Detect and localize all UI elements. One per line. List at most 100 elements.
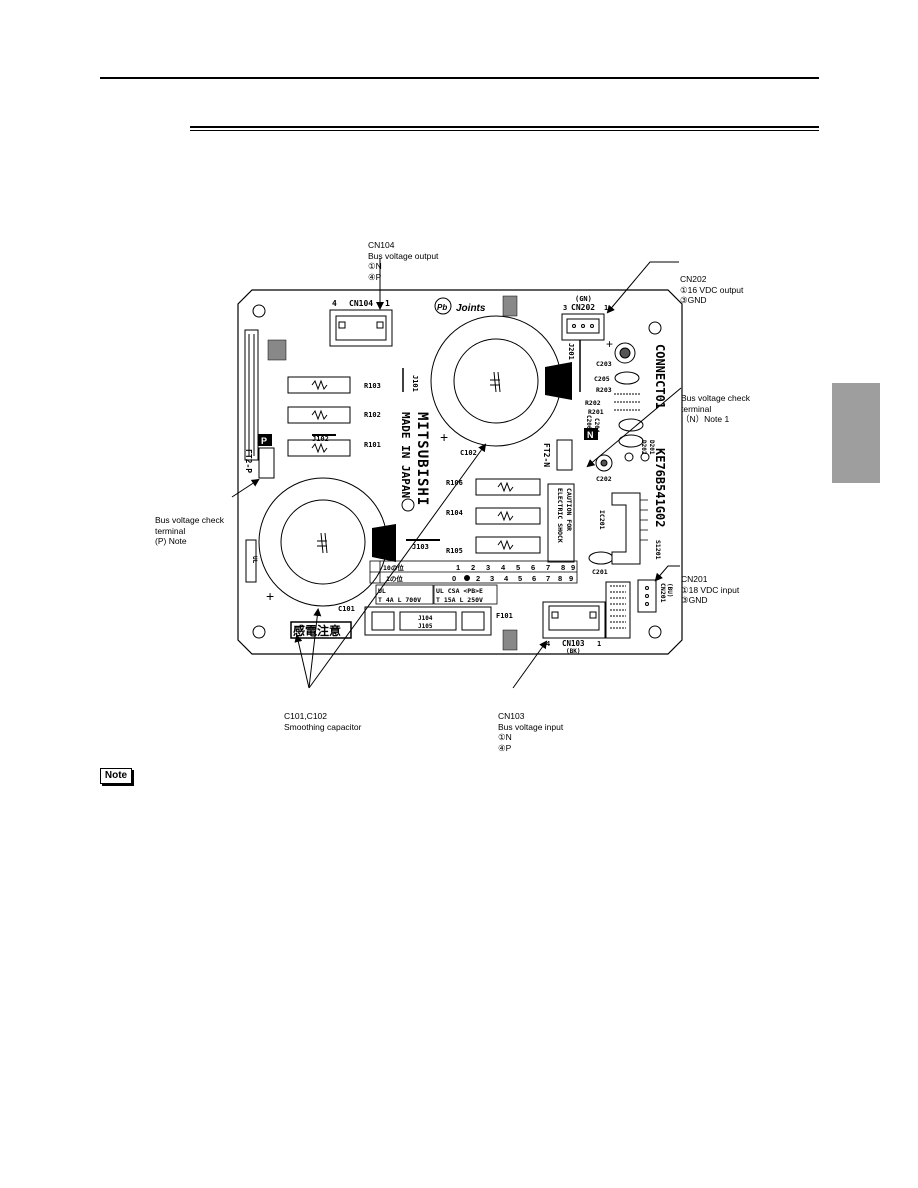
cn104-pin-left: 4 xyxy=(332,299,337,308)
c101-symbol xyxy=(317,532,328,554)
svg-text:6: 6 xyxy=(531,563,535,572)
resistors-left xyxy=(287,376,351,457)
ft2p-label: FT2-P xyxy=(244,449,253,473)
cn103-pin-right: 1 xyxy=(597,640,601,648)
leader-lines xyxy=(231,258,682,689)
c101-plus: + xyxy=(266,588,274,604)
j102-label: J102 xyxy=(312,435,329,443)
table-row2-head: 1の位 xyxy=(386,574,403,583)
fuse-f101 xyxy=(364,606,492,636)
caution-line1: CAUTION FOR xyxy=(565,488,573,531)
r102-label: R102 xyxy=(364,411,381,419)
svg-text:7: 7 xyxy=(546,574,550,583)
cn202-label: CN202 xyxy=(571,303,595,312)
s1201-label: S1201 xyxy=(654,540,662,560)
p-mark: P xyxy=(261,436,267,446)
r103-label: R103 xyxy=(364,382,381,390)
c201-label: C201 xyxy=(592,568,608,576)
chapter-tab xyxy=(832,383,880,483)
warning-jp: 感電注意 xyxy=(293,623,341,638)
n-mark: N xyxy=(587,430,594,440)
ul-side-label: UL xyxy=(251,556,258,564)
cn104-pin-right: 1 xyxy=(385,299,390,308)
p-mark-box xyxy=(258,434,272,446)
ul-side-box xyxy=(245,539,257,583)
cn201-label: CN201 xyxy=(659,583,667,603)
r106-label: R106 xyxy=(446,479,463,487)
svg-text:1: 1 xyxy=(456,563,460,572)
cn201-color: (BU) xyxy=(666,583,673,597)
ul-boxes xyxy=(375,584,498,605)
ft2n-label: FT2-N xyxy=(542,443,551,467)
c202-label: C202 xyxy=(596,475,612,483)
fuse-code-1: J104 xyxy=(418,615,433,622)
ic201-outline xyxy=(611,492,641,565)
cn103-color: (BK) xyxy=(566,648,580,655)
svg-text:4: 4 xyxy=(504,574,509,583)
cn103-connector xyxy=(542,601,606,639)
section-rule-thin xyxy=(190,130,819,131)
pb-logo xyxy=(434,297,452,315)
svg-text:8: 8 xyxy=(561,563,565,572)
cn202-color: (GN) xyxy=(575,295,592,303)
svg-text:2: 2 xyxy=(476,574,480,583)
n-mark-box xyxy=(584,428,598,440)
cn201-connector xyxy=(605,579,657,639)
c102-symbol xyxy=(490,371,501,393)
svg-text:9: 9 xyxy=(569,574,573,583)
header-rule xyxy=(100,77,819,79)
ul-box-b-line1: UL CSA <PB>E xyxy=(436,587,483,595)
c102-band xyxy=(545,362,572,400)
left-header xyxy=(244,329,259,461)
ic201-label: IC201 xyxy=(598,510,606,530)
d202-label: D202 xyxy=(640,440,647,455)
resistors-middle xyxy=(475,478,541,554)
r202-label: R202 xyxy=(585,399,601,407)
number-table xyxy=(369,560,578,584)
caution-box xyxy=(547,483,575,563)
j103-label: J103 xyxy=(412,543,429,551)
svg-text:5: 5 xyxy=(518,574,522,583)
cn103-label: CN103 xyxy=(562,639,585,648)
mounting-holes xyxy=(252,304,662,639)
ul-box-a-line2: T 4A L 700V xyxy=(378,596,421,604)
connect-label: CONNECT01 xyxy=(653,344,667,409)
svg-text:4: 4 xyxy=(501,563,506,572)
heatsink-hatch xyxy=(267,295,518,651)
r201-label: R201 xyxy=(588,408,604,416)
f101-label: F101 xyxy=(496,612,513,620)
part-number: KE76B541G02 xyxy=(653,448,667,527)
ft2n-terminal xyxy=(556,439,573,471)
cn104-connector xyxy=(329,309,393,347)
note-label: Note xyxy=(100,768,132,784)
j201-label: J201 xyxy=(567,343,575,360)
c101-label: C101 xyxy=(338,605,355,613)
r105-label: R105 xyxy=(446,547,463,555)
ul-box-b-line2: T 15A L 250V xyxy=(436,596,483,604)
c206-label: C206 xyxy=(585,415,592,430)
svg-text:6: 6 xyxy=(532,574,536,583)
cn103-pin-left: 4 xyxy=(546,640,550,648)
cn104-label: CN104 xyxy=(349,299,373,308)
c102-plus: + xyxy=(440,429,448,445)
svg-text:8: 8 xyxy=(558,574,562,583)
brand-text: MITSUBISHI xyxy=(414,412,430,506)
c102-label: C102 xyxy=(460,449,477,457)
capacitor-c101 xyxy=(258,477,388,607)
made-in-text: MADE IN JAPAN xyxy=(399,412,412,498)
c203-label: C203 xyxy=(596,360,612,368)
svg-text:9: 9 xyxy=(571,563,575,572)
ic201-pins xyxy=(640,499,648,541)
svg-text:5: 5 xyxy=(516,563,520,572)
svg-text:3: 3 xyxy=(486,563,490,572)
cn202-pin-left: 3 xyxy=(563,304,567,312)
r101-label: R101 xyxy=(364,441,381,449)
